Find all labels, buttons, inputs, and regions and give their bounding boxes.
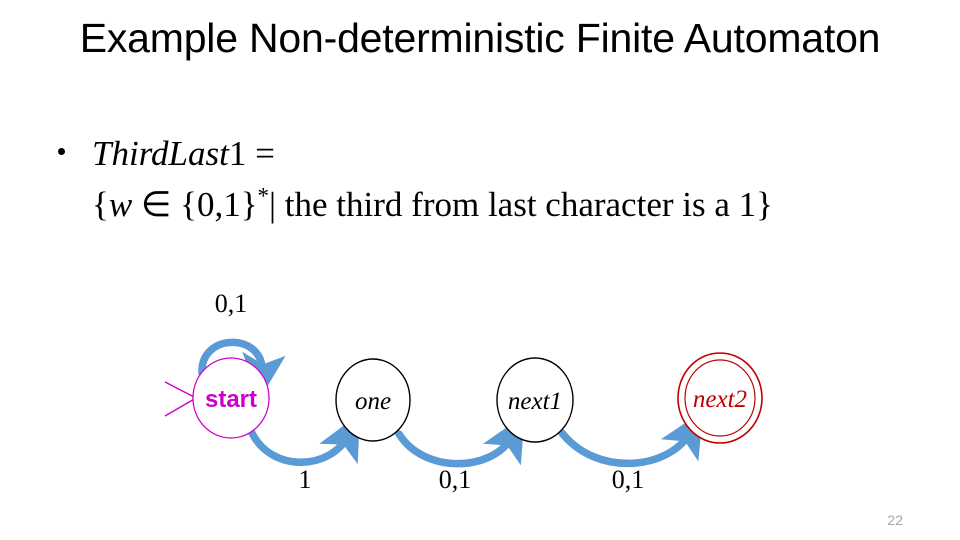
definition-line: ThirdLast1 = <box>92 132 944 176</box>
state-next2[interactable]: next2 <box>677 352 763 444</box>
state-next2-inner-circle <box>684 359 756 437</box>
definition-index: 1 <box>228 134 247 173</box>
transition-one-to-next1 <box>395 414 525 468</box>
state-start-circle <box>192 357 270 439</box>
transition-start-self-loop <box>198 338 286 400</box>
edge-label-self-loop: 0,1 <box>215 289 248 318</box>
set-variable: w <box>108 185 133 224</box>
state-next1-circle <box>496 357 574 443</box>
set-bar: | <box>269 185 277 224</box>
state-start-label: start <box>205 386 257 413</box>
set-condition: the third from last character is a 1 <box>284 185 757 224</box>
page-number: 22 <box>887 512 903 528</box>
state-next1-label: next1 <box>508 388 562 415</box>
automaton-diagram: start one next1 next2 0,1 1 0,1 0,1 <box>0 270 960 510</box>
set-member-symbol: ∈ <box>140 185 172 224</box>
edge-label-next1-to-next2: 0,1 <box>612 465 645 494</box>
transition-next1-to-next2 <box>558 411 704 468</box>
bullet-item: ThirdLast1 = {w ∈ {0,1}*| the third from… <box>44 132 944 226</box>
state-one[interactable]: one <box>335 358 411 442</box>
definition-name: ThirdLast <box>92 134 229 173</box>
page-title: Example Non-deterministic Finite Automat… <box>79 15 881 61</box>
definition-equals: = <box>255 134 275 173</box>
edge-label-start-to-one: 1 <box>299 465 312 494</box>
state-start[interactable]: start <box>192 357 270 439</box>
transition-start-to-one <box>248 413 360 466</box>
state-next2-outer-circle <box>677 352 763 444</box>
state-one-circle <box>335 358 411 442</box>
bullet-dot-icon <box>58 148 65 155</box>
edge-label-one-to-next1: 0,1 <box>439 465 472 494</box>
state-next2-label: next2 <box>693 386 747 413</box>
set-open-brace: { <box>92 185 109 224</box>
set-close-brace: } <box>756 185 773 224</box>
state-next1[interactable]: next1 <box>496 357 574 443</box>
kleene-star: * <box>257 183 270 209</box>
alphabet-set: {0,1} <box>180 185 258 224</box>
set-builder-line: {w ∈ {0,1}*| the third from last charact… <box>92 184 944 226</box>
state-one-label: one <box>355 388 391 415</box>
start-arrow-icon <box>164 381 197 417</box>
body-content: ThirdLast1 = {w ∈ {0,1}*| the third from… <box>44 132 944 226</box>
